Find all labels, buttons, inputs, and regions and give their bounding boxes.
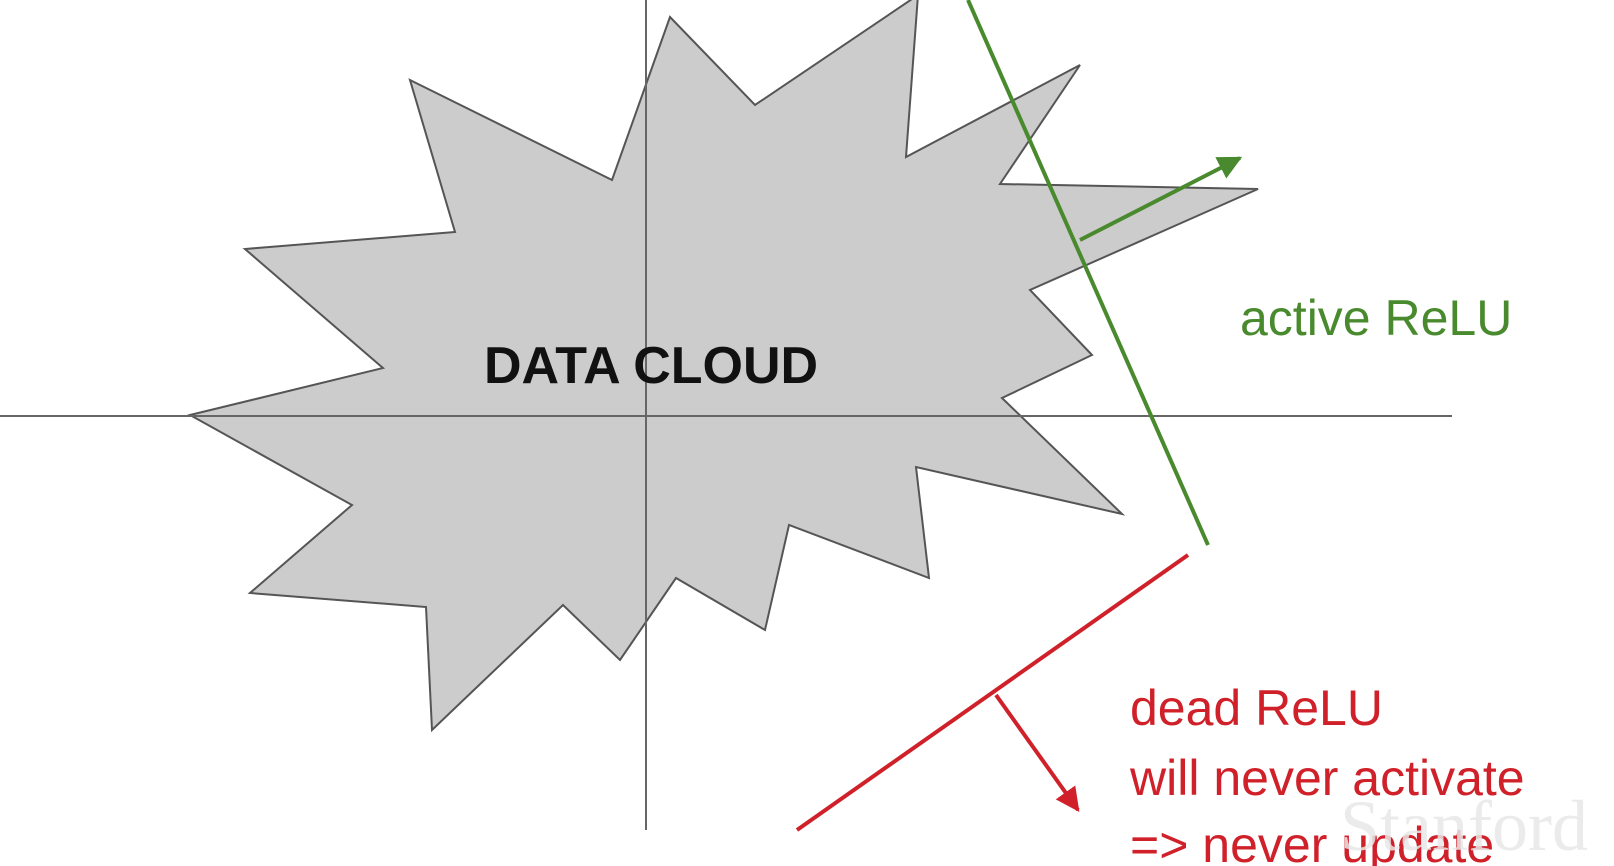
dead-relu-label-line1: dead ReLU <box>1130 680 1383 736</box>
data-cloud-label: DATA CLOUD <box>484 337 818 395</box>
active-relu-normal-arrow <box>1079 156 1243 242</box>
active-relu-label: active ReLU <box>1240 290 1512 346</box>
active-relu-boundary <box>966 0 1210 546</box>
dead-relu-label-line2: will never activate <box>1129 750 1525 806</box>
dead-relu-normal-arrow <box>994 693 1080 812</box>
dead-relu-boundary <box>795 553 1190 832</box>
data-cloud-shape <box>187 0 1259 733</box>
stanford-watermark: Stanford <box>1340 786 1588 866</box>
dead-relu-label-line3: => never update <box>1130 817 1494 866</box>
